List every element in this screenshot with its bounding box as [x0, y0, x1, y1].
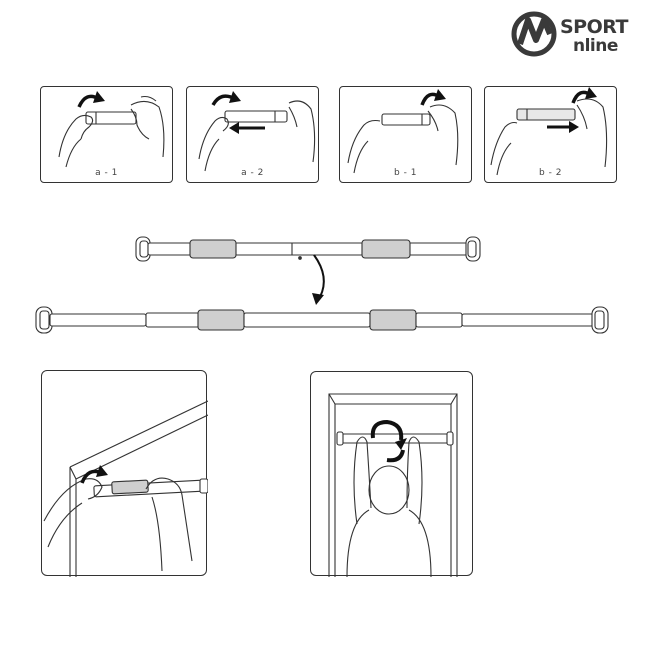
hands-extending-bar-illustration: [198, 91, 316, 172]
rotate-arrow-icon: [370, 419, 407, 463]
hands-securing-bar-illustration: [490, 87, 608, 176]
rotate-arrow-icon: [77, 91, 105, 108]
rotate-arrow-icon: [211, 91, 241, 106]
brand-logo: SPORT nline: [510, 10, 640, 60]
direction-arrow-icon: [547, 121, 579, 133]
step-label-b2: b - 2: [539, 168, 562, 178]
curved-arrow-icon: [312, 254, 325, 305]
doorframe-install-illustration: [43, 400, 208, 577]
logo-text-online: nline: [573, 36, 618, 56]
hands-locking-bar-illustration: [347, 89, 459, 174]
extended-bar: [35, 306, 609, 334]
step-panel-b1: b - 1: [339, 86, 472, 183]
hands-twisting-bar-illustration: [58, 91, 165, 168]
step-panel-a1: a - 1: [40, 86, 173, 183]
rotate-arrow-icon: [80, 465, 108, 484]
step-panel-b2: b - 2: [484, 86, 617, 183]
direction-arrow-icon: [229, 122, 265, 134]
step-label-b1: b - 1: [394, 168, 417, 178]
rotate-arrow-icon: [571, 87, 597, 104]
step-label-a2: a - 2: [241, 168, 264, 178]
install-closeup-panel: [41, 370, 208, 577]
doorway-hang-panel: [310, 371, 473, 577]
logo-mark-icon: [511, 11, 557, 57]
retracted-bar: [135, 236, 481, 262]
logo-text-sport: SPORT: [560, 16, 629, 38]
rotate-arrow-icon: [420, 89, 446, 106]
step-panel-a2: a - 2: [186, 86, 319, 183]
person-doorway-illustration: [328, 393, 458, 577]
step-label-a1: a - 1: [95, 168, 118, 178]
bar-extension-diagram: [35, 236, 609, 334]
